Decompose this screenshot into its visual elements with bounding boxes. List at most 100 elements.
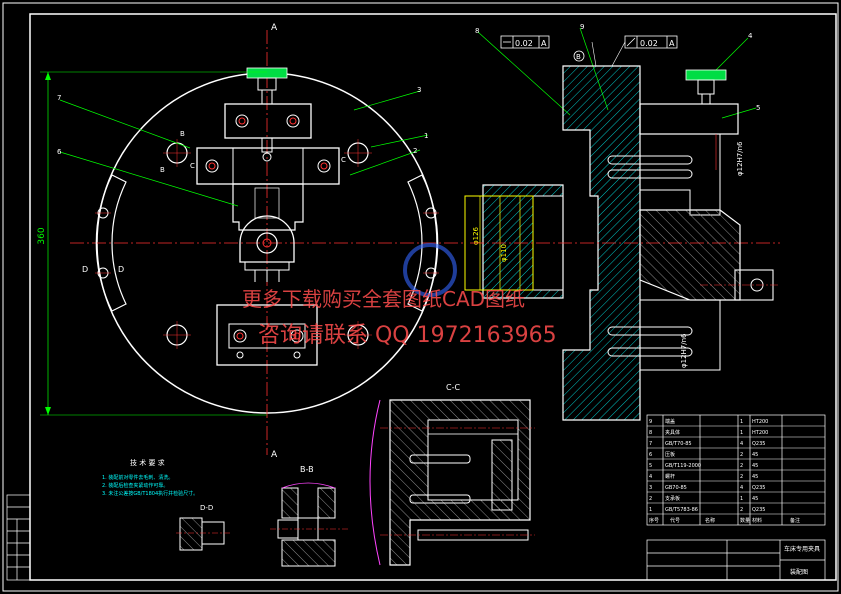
bom-cell: 端盖	[665, 418, 675, 425]
bom-cell: 6	[649, 452, 652, 458]
knob-top	[246, 67, 288, 79]
tech-notes: 技 术 要 求 1. 装配前对零件去毛刺、清洗。 2. 装配后检查夹紧动作可靠。…	[102, 458, 198, 497]
bom-cell: 2	[649, 496, 652, 502]
bom-cell: GB/T119-2000	[665, 463, 701, 469]
bom-cell: 压板	[665, 451, 675, 458]
title-drawing: 装配图	[790, 568, 808, 576]
section-dd: D-D	[176, 504, 232, 551]
bom-cell: 7	[649, 441, 652, 447]
svg-text:A: A	[669, 39, 675, 48]
section-a-top: A	[271, 23, 278, 33]
left-arc-slot	[95, 174, 127, 312]
workpiece	[239, 215, 295, 263]
svg-text:4: 4	[748, 32, 753, 40]
c-mark-right: C	[341, 156, 346, 164]
bom-cell: 3	[649, 485, 652, 491]
section-a-bottom: A	[271, 450, 278, 460]
dim-overall: 360	[37, 227, 47, 244]
bom-cell: 1	[740, 496, 743, 502]
svg-text:0.02: 0.02	[515, 39, 533, 48]
bom-cell: HT200	[752, 419, 768, 425]
bom-cell: 45	[752, 463, 758, 469]
bom-cell: Q235	[752, 485, 765, 491]
left-stamp-table	[6, 494, 31, 581]
bom-cell: 45	[752, 452, 758, 458]
clamp-plate-bottom	[216, 304, 318, 366]
svg-text:7: 7	[57, 94, 61, 102]
bom-cell: 45	[752, 474, 758, 480]
svg-text:9: 9	[580, 23, 584, 31]
bom-header-cell: 备注	[790, 517, 800, 524]
bom-cell: 2	[740, 452, 743, 458]
b-mark-1: B	[180, 130, 185, 138]
svg-text:5: 5	[756, 104, 760, 112]
clamp-plate-top	[224, 103, 312, 139]
bom-cell: 4	[740, 441, 743, 447]
bom-cell: 夹具体	[665, 429, 680, 436]
dim-note-lower: φ12H7/n6	[680, 333, 688, 368]
inner-border	[29, 13, 837, 581]
dim-bore: φ126	[472, 226, 480, 245]
bom-cell: 8	[649, 430, 652, 436]
svg-text:3: 3	[417, 86, 421, 94]
svg-text:A: A	[541, 39, 547, 48]
svg-text:2: 2	[413, 147, 417, 155]
d-mark-right: D	[118, 265, 124, 274]
leaders	[59, 27, 757, 207]
svg-text:3. 未注公差按GB/T1804执行并检验尺寸。: 3. 未注公差按GB/T1804执行并检验尺寸。	[102, 490, 198, 497]
section-cc-label: C-C	[446, 383, 460, 392]
datum-b: B	[576, 53, 581, 61]
bom-cell: 2	[740, 474, 743, 480]
v-block	[232, 183, 304, 231]
bom-cell: GB/T70-85	[665, 441, 692, 447]
bom-cell: 螺杆	[665, 473, 675, 480]
bom-cell: 9	[649, 419, 652, 425]
dim-note-upper: φ12H7/n6	[736, 141, 744, 176]
bom-header-cell: 名称	[705, 517, 715, 524]
bom-cell: 45	[752, 496, 758, 502]
watermark-logo	[403, 243, 457, 297]
watermark-line2: 咨询请联系 QQ 1972163965	[258, 323, 557, 348]
front-view: 360 A A D D C C B B	[37, 23, 465, 460]
bom-cell: 1	[740, 419, 743, 425]
title-block	[646, 539, 826, 581]
dim-bore2: φ110	[500, 244, 508, 262]
gdt-flatness: 0.02 A	[500, 35, 550, 49]
bom-cell: Q235	[752, 441, 765, 447]
bom-cell: 1	[649, 507, 652, 513]
title-name: 车床专用夹具	[784, 545, 820, 553]
c-mark-left: C	[190, 162, 195, 170]
svg-text:技 术 要 求: 技 术 要 求	[130, 458, 165, 467]
workpiece-section	[639, 209, 741, 301]
section-dd-label: D-D	[200, 504, 213, 512]
svg-text:2. 装配后检查夹紧动作可靠。: 2. 装配后检查夹紧动作可靠。	[102, 482, 168, 489]
svg-text:0.02: 0.02	[640, 39, 658, 48]
bom-header-cell: 数量	[740, 517, 750, 524]
bom-cell: GB70-85	[665, 485, 687, 491]
svg-text:6: 6	[57, 148, 62, 156]
bom-cell: 2	[740, 463, 743, 469]
svg-text:8: 8	[475, 27, 479, 35]
flange-section	[562, 65, 641, 421]
right-arc-slot	[407, 174, 439, 312]
bom-cell: 2	[740, 507, 743, 513]
bom-header-cell: 材料	[752, 517, 762, 524]
bom-cell: HT200	[752, 430, 768, 436]
bom-cell: 1	[740, 430, 743, 436]
svg-text:1: 1	[424, 132, 428, 140]
bom-cell: 支承板	[665, 495, 680, 502]
gdt-parallel: 0.02 A	[624, 35, 678, 49]
bom-cell: Q235	[752, 507, 765, 513]
section-cc: C-C	[369, 383, 535, 566]
bom-cell: 4	[740, 485, 743, 491]
watermark-line1: 更多下载购买全套图纸CAD图纸	[242, 287, 526, 311]
bom-cell: 5	[649, 463, 652, 469]
b-mark-2: B	[160, 166, 165, 174]
side-section-view: φ126 φ110 φ12H7/n6 φ12H7/n6 0.02 A	[464, 35, 780, 421]
bom-cell: GB/T5783-86	[665, 507, 698, 513]
bom-header-cell: 代号	[670, 517, 680, 524]
